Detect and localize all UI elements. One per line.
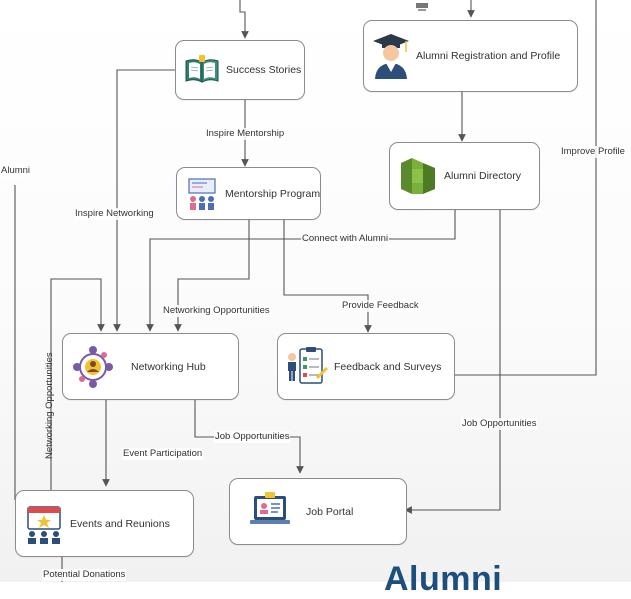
edge-label-connect-with-alumni: Connect with Alumni bbox=[301, 233, 390, 245]
graduate-icon bbox=[372, 32, 410, 80]
edge-top-to-success-stories bbox=[239, 0, 249, 39]
node-job-portal[interactable]: Job Portal bbox=[229, 478, 407, 545]
node-mentorship-program[interactable]: Mentorship Program bbox=[176, 167, 321, 220]
top-partial-icon bbox=[414, 0, 430, 11]
job-laptop-icon bbox=[248, 491, 292, 532]
edge-label-event-participation: Event Participation bbox=[122, 448, 204, 460]
edge-label-inspire-mentorship: Inspire Mentorship bbox=[205, 128, 286, 140]
edge-label-job-opportunities-hub: Job Opportunities bbox=[214, 431, 291, 443]
node-success-stories[interactable]: Success Stories bbox=[175, 40, 305, 100]
edge-mentorship-to-feedback bbox=[283, 220, 372, 333]
success-stories-label: Success Stories bbox=[226, 64, 302, 76]
edge-events-to-networking bbox=[50, 278, 105, 490]
edge-success-to-networking bbox=[113, 69, 175, 332]
edge-directory-to-jobportal bbox=[404, 210, 501, 514]
presentation-board-icon bbox=[185, 177, 219, 211]
edge-label-improve-profile: Improve Profile bbox=[560, 146, 626, 158]
edge-label-potential-donations: Potential Donations bbox=[42, 569, 127, 581]
directory-cubes-icon bbox=[398, 155, 438, 197]
network-people-icon bbox=[71, 345, 115, 389]
event-calendar-icon bbox=[24, 503, 64, 545]
mentorship-program-label: Mentorship Program bbox=[225, 187, 321, 200]
node-alumni-registration[interactable]: Alumni Registration and Profile bbox=[363, 20, 578, 92]
edge-label-networking-opportunities: Networking Opportunities bbox=[162, 305, 271, 317]
edge-label-provide-feedback: Provide Feedback bbox=[341, 300, 420, 312]
node-networking-hub[interactable]: Networking Hub bbox=[62, 333, 239, 400]
edge-feedback-improve-profile bbox=[455, 0, 597, 376]
edge-label-inspire-networking: Inspire Networking bbox=[74, 208, 155, 220]
alumni-registration-label: Alumni Registration and Profile bbox=[416, 50, 561, 62]
feedback-surveys-label: Feedback and Surveys bbox=[334, 360, 442, 373]
node-feedback-surveys[interactable]: Feedback and Surveys bbox=[277, 333, 455, 400]
survey-clipboard-icon bbox=[286, 346, 328, 387]
job-portal-label: Job Portal bbox=[306, 505, 354, 518]
networking-hub-label: Networking Hub bbox=[131, 360, 206, 373]
edge-label-alumni-left: Alumni bbox=[0, 165, 32, 177]
open-book-icon bbox=[184, 55, 220, 85]
edge-label-networking-opportunities-vertical: Networking Opportunities bbox=[44, 352, 55, 459]
alumni-title-fragment: Alumni bbox=[384, 560, 503, 598]
edge-label-job-opportunities-directory: Job Opportunities bbox=[461, 418, 538, 430]
events-reunions-label: Events and Reunions bbox=[70, 517, 170, 530]
node-events-reunions[interactable]: Events and Reunions bbox=[15, 490, 194, 557]
alumni-directory-label: Alumni Directory bbox=[444, 170, 522, 182]
node-alumni-directory[interactable]: Alumni Directory bbox=[389, 142, 540, 210]
